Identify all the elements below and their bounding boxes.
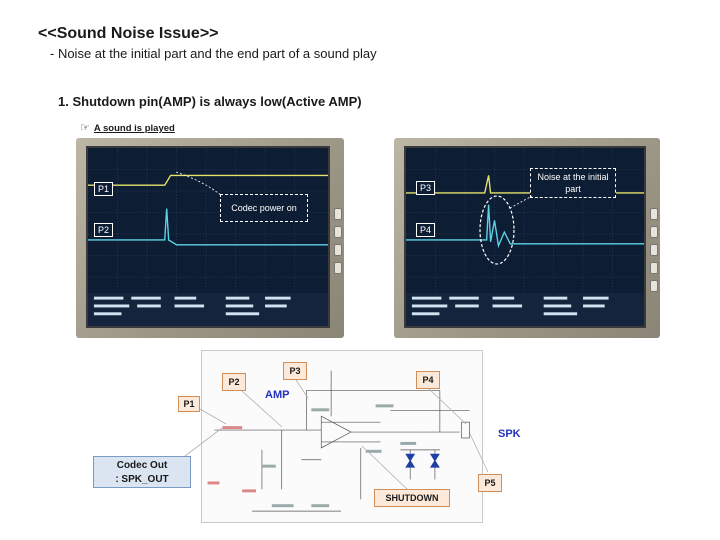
probe-label-p1: P1 (94, 182, 114, 196)
schematic-label-p3: P3 (283, 362, 307, 380)
schematic-label-shutdown: SHUTDOWN (374, 489, 450, 507)
scope-side-buttons (650, 208, 658, 298)
probe-label-p3: P3 (416, 181, 436, 195)
schematic-label-p2: P2 (222, 373, 246, 391)
section-heading: 1. Shutdown pin(AMP) is always low(Activ… (58, 94, 362, 109)
slide-title: <<Sound Noise Issue>> (38, 25, 219, 42)
scope-screen-left (86, 146, 330, 328)
schematic-label-p1: P1 (178, 396, 200, 412)
schematic-label-p4: P4 (416, 371, 440, 389)
caption: ☞A sound is played (80, 121, 175, 134)
callout-codec-power-on: Codec power on (220, 194, 308, 222)
schematic-label-p5: P5 (478, 474, 502, 492)
slide-subtitle: - Noise at the initial part and the end … (50, 46, 377, 61)
probe-label-p2: P2 (94, 223, 114, 237)
codec-out-callout: Codec Out : SPK_OUT (93, 456, 191, 488)
amp-label: AMP (265, 389, 290, 401)
oscilloscope-photo-right (394, 138, 660, 338)
pointing-hand-icon: ☞ (80, 122, 90, 134)
caption-text: A sound is played (93, 123, 175, 134)
codec-out-line1: Codec Out (116, 460, 168, 471)
probe-label-p4: P4 (416, 223, 436, 237)
oscilloscope-photo-left (76, 138, 344, 338)
spk-label: SPK (498, 428, 521, 440)
codec-out-line2: : SPK_OUT (115, 474, 169, 485)
scope-waveform-left (88, 148, 328, 326)
callout-noise-initial: Noise at the initial part (530, 168, 616, 198)
scope-side-buttons (334, 208, 342, 280)
